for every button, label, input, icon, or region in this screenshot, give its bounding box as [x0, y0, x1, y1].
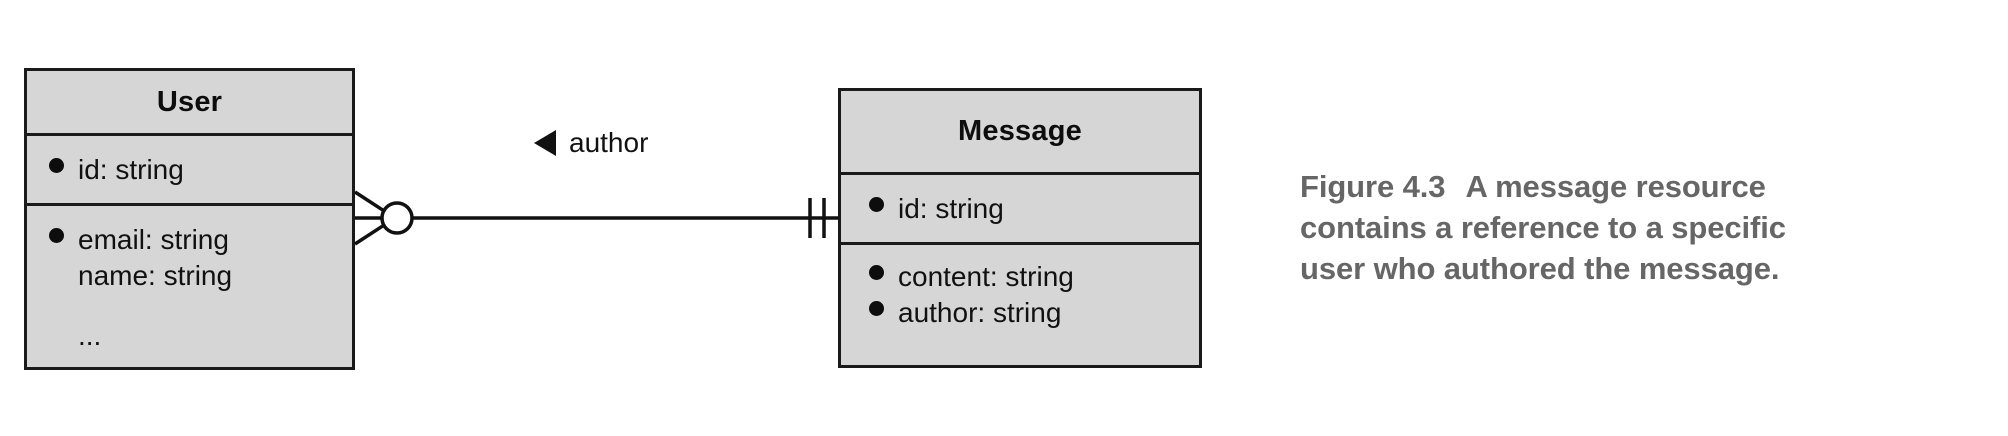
figure-caption: Figure 4.3 A message resource contains a … [1300, 166, 1960, 290]
attribute-row: id: string [869, 191, 1199, 227]
attribute-label: author: string [898, 296, 1062, 328]
attribute-row: id: string [49, 152, 352, 188]
attribute-row: author: string [869, 295, 1199, 331]
bullet-icon [869, 196, 884, 212]
attribute-label: content: string [898, 261, 1074, 292]
cardinality-zero-icon [380, 201, 414, 235]
entity-message-compartment-2: content: string author: string [841, 242, 1199, 365]
entity-user-title: User [156, 85, 223, 118]
bullet-icon [49, 228, 64, 243]
entity-user-header: User [27, 71, 352, 133]
caption-line-3: user who authored the message. [1300, 251, 1780, 287]
attribute-row: name: string [49, 258, 352, 294]
caption-line-1: Figure 4.3 A message resource [1300, 166, 1960, 207]
entity-message-header: Message [841, 91, 1199, 172]
relationship-label-text: author [569, 127, 649, 158]
attribute-row: ... [49, 318, 352, 354]
attribute-label: id: string [898, 192, 1004, 224]
bullet-icon [869, 265, 884, 280]
bullet-icon [49, 157, 64, 173]
bullet-spacer-icon [49, 264, 64, 279]
caption-line-2: contains a reference to a specific [1300, 210, 1786, 246]
attribute-label: id: string [78, 153, 184, 185]
entity-user-compartment-1: id: string [27, 133, 352, 203]
crowsfoot-many-icon [354, 190, 396, 246]
attribute-ellipsis: ... [78, 319, 102, 351]
entity-message-title: Message [958, 115, 1082, 147]
bullet-icon [869, 300, 884, 316]
attribute-label: email: string [78, 224, 229, 255]
entity-user-compartment-2: email: string name: string ... [27, 203, 352, 367]
attribute-row: email: string [49, 222, 352, 258]
triangle-left-icon [534, 130, 556, 156]
caption-number: Figure 4.3 [1300, 169, 1446, 204]
entity-message[interactable]: Message id: string content: string autho… [838, 88, 1202, 368]
entity-message-compartment-1: id: string [841, 172, 1199, 242]
cardinality-exactly-one-icon [808, 198, 826, 238]
caption-line-1-text: A message resource [1465, 169, 1766, 204]
relationship-label: author [534, 127, 648, 159]
attribute-label: name: string [78, 259, 233, 291]
entity-user[interactable]: User id: string email: string name: stri… [24, 68, 355, 370]
bullet-spacer-icon [49, 324, 64, 339]
attribute-row: content: string [869, 259, 1199, 295]
